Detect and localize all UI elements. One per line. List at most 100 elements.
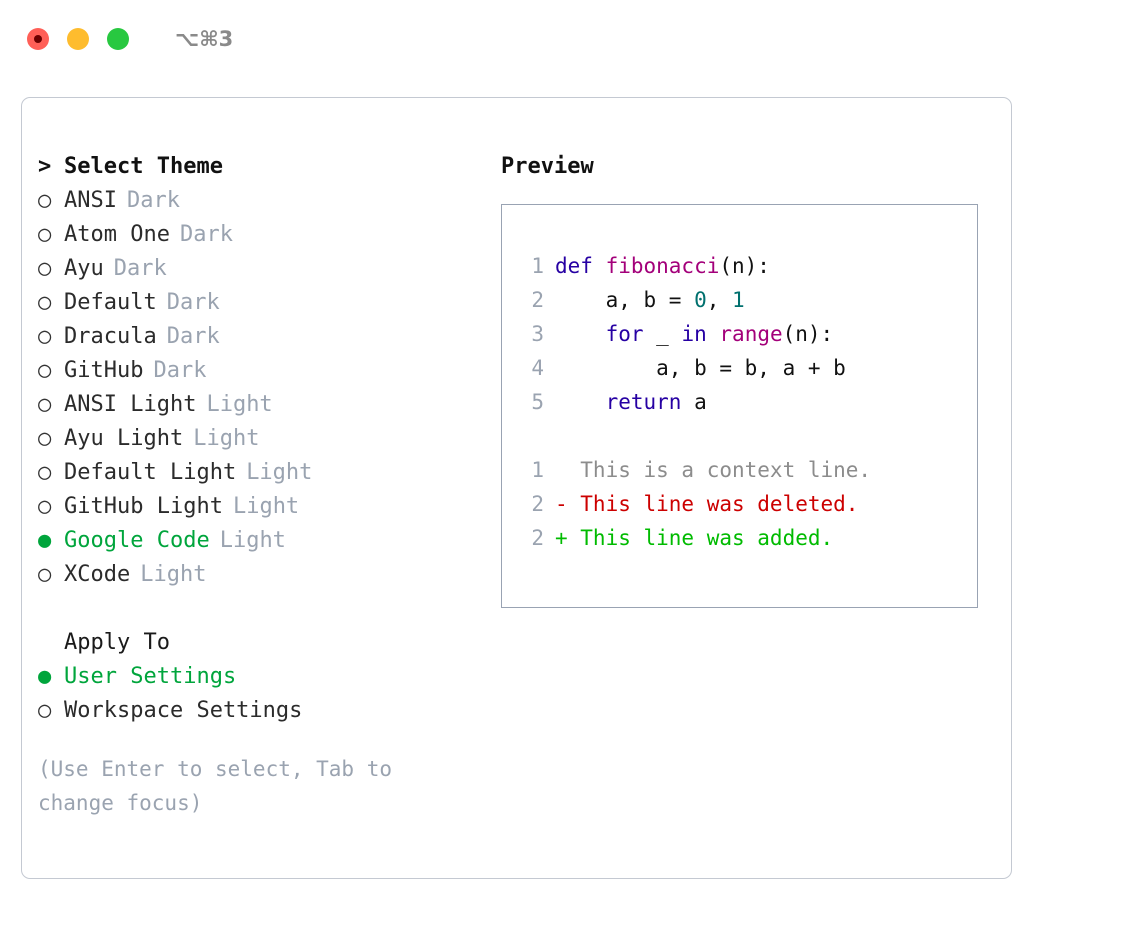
apply-to-heading: ○Apply To — [38, 626, 468, 660]
radio-unselected-icon: ○ — [38, 256, 52, 281]
theme-option-label: ANSI Light — [64, 392, 197, 417]
theme-variant-tag: Dark — [126, 188, 180, 213]
theme-variant-tag: Dark — [166, 290, 220, 315]
diff-line-content: This is a context line. — [555, 453, 871, 487]
line-number: 2 — [531, 492, 544, 516]
line-number: 2 — [531, 526, 544, 550]
diff-line-content: - This line was deleted. — [555, 487, 858, 521]
radio-unselected-icon: ○ — [38, 494, 52, 519]
theme-option-label: Ayu Light — [64, 426, 184, 451]
radio-unselected-icon: ○ — [38, 222, 52, 247]
radio-selected-icon: ● — [38, 528, 52, 553]
line-number: 4 — [531, 356, 544, 380]
token-del: - This line was deleted. — [555, 492, 859, 516]
theme-variant-tag: Light — [140, 562, 207, 587]
diff-line-content: + This line was added. — [555, 521, 833, 555]
maximize-button[interactable] — [107, 28, 129, 50]
theme-variant-tag: Light — [193, 426, 260, 451]
close-button[interactable] — [27, 28, 49, 50]
code-line-content: for _ in range(n): — [555, 317, 834, 351]
code-line-content: a, b = 0, 1 — [555, 283, 745, 317]
line-number: 5 — [531, 390, 544, 414]
token-fn: range — [719, 322, 783, 346]
theme-option-ayu-light[interactable]: ○ Ayu Light Light — [38, 422, 468, 456]
close-icon — [34, 35, 42, 43]
prompt-caret-icon: > — [38, 154, 52, 179]
theme-option-ayu[interactable]: ○ Ayu Dark — [38, 252, 468, 286]
theme-option-ansi-light[interactable]: ○ ANSI Light Light — [38, 388, 468, 422]
token-num: 0 — [694, 288, 707, 312]
select-theme-heading: >Select Theme — [38, 150, 468, 184]
code-line-content: def fibonacci(n): — [555, 249, 770, 283]
token-txt — [555, 390, 606, 414]
theme-option-label: GitHub Light — [64, 494, 223, 519]
code-line-content: return a — [555, 385, 707, 419]
theme-option-label: Ayu — [64, 256, 104, 281]
token-kw: for — [605, 322, 644, 346]
token-txt — [555, 322, 606, 346]
theme-option-label: Dracula — [64, 324, 157, 349]
keyboard-hint-text: (Use Enter to select, Tab to change focu… — [38, 757, 393, 815]
token-kw: in — [681, 322, 707, 346]
token-add: + This line was added. — [555, 526, 834, 550]
apply-to-option-label: User Settings — [64, 664, 237, 689]
apply-to-bullet-placeholder: ○ — [38, 626, 64, 660]
code-diff-spacer — [518, 419, 977, 453]
apply-to-option-label: Workspace Settings — [64, 698, 303, 723]
code-line: 1 def fibonacci(n): — [518, 249, 977, 283]
theme-variant-tag: Dark — [179, 222, 233, 247]
theme-variant-tag: Dark — [113, 256, 167, 281]
token-num: 1 — [732, 288, 745, 312]
line-number: 3 — [531, 322, 544, 346]
token-fn: fibonacci — [605, 254, 720, 278]
token-kw: return — [605, 390, 682, 414]
theme-option-label: XCode — [64, 562, 131, 587]
theme-option-label: Atom One — [64, 222, 170, 247]
token-txt: a, b = b, a + b — [555, 356, 846, 380]
theme-option-label: Default — [64, 290, 157, 315]
theme-option-xcode[interactable]: ○ XCode Light — [38, 558, 468, 592]
traffic-lights — [27, 28, 129, 50]
apply-to-option-workspace-settings[interactable]: ○ Workspace Settings — [38, 694, 468, 728]
radio-unselected-icon: ○ — [38, 460, 52, 485]
diff-sample: 1 This is a context line.2- This line wa… — [518, 453, 977, 555]
token-txt: , — [706, 288, 733, 312]
window-titlebar: ⌥⌘3 — [0, 0, 1140, 78]
radio-unselected-icon: ○ — [38, 188, 52, 213]
theme-variant-tag: Dark — [166, 324, 220, 349]
theme-variant-tag: Light — [206, 392, 273, 417]
radio-unselected-icon: ○ — [38, 426, 52, 451]
line-number: 1 — [531, 254, 544, 278]
code-line-content: a, b = b, a + b — [555, 351, 846, 385]
theme-variant-tag: Light — [219, 528, 286, 553]
radio-unselected-icon: ○ — [38, 698, 52, 723]
token-ctx: This is a context line. — [555, 458, 872, 482]
diff-line: 2 - This line was deleted. — [518, 487, 977, 521]
line-number: 2 — [531, 288, 544, 312]
token-txt: (n): — [782, 322, 834, 346]
radio-selected-icon: ● — [38, 664, 52, 689]
radio-unselected-icon: ○ — [38, 392, 52, 417]
radio-unselected-icon: ○ — [38, 562, 52, 587]
code-line: 3 for _ in range(n): — [518, 317, 977, 351]
diff-line: 2 + This line was added. — [518, 521, 977, 555]
apply-to-option-user-settings[interactable]: ● User Settings — [38, 660, 468, 694]
token-txt — [707, 322, 720, 346]
theme-option-atom-one[interactable]: ○ Atom One Dark — [38, 218, 468, 252]
minimize-button[interactable] — [67, 28, 89, 50]
keyboard-shortcut-label: ⌥⌘3 — [175, 27, 234, 51]
theme-option-label: Default Light — [64, 460, 237, 485]
apply-to-label: Apply To — [64, 630, 170, 655]
